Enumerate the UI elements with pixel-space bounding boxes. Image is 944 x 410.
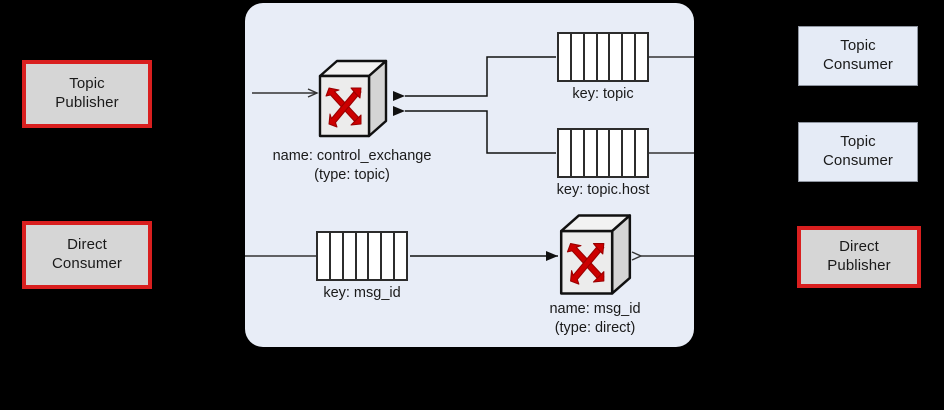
exchange-type-line: (type: topic) (314, 166, 390, 183)
queue-segment (610, 130, 624, 176)
queue-segment (610, 34, 624, 80)
exchange-msg-id-label: name: msg_id (type: direct) (495, 300, 695, 338)
queue-segment (318, 233, 331, 279)
exchange-control-exchange[interactable] (315, 58, 390, 140)
endpoint-label-line2: Consumer (52, 255, 122, 272)
queue-topic[interactable] (557, 32, 649, 82)
queue-msg-id[interactable] (316, 231, 408, 281)
queue-msg-id-label: key: msg_id (323, 285, 401, 301)
endpoint-topic-consumer-2[interactable]: Topic Consumer (798, 122, 918, 182)
queue-segment (572, 130, 585, 176)
queue-segment (585, 130, 598, 176)
mask-right-gap-bottom (694, 236, 800, 276)
queue-segment (598, 130, 611, 176)
exchange-type-line: (type: direct) (554, 319, 636, 336)
queue-segment (369, 233, 383, 279)
queue-topic-host-label: key: topic.host (556, 182, 650, 198)
endpoint-label-line2: Publisher (827, 257, 891, 274)
endpoint-label-line1: Direct (67, 236, 107, 254)
exchange-name-line: name: control_exchange (272, 148, 432, 164)
endpoint-label: Direct Publisher (827, 238, 890, 276)
endpoint-label: Topic Consumer (823, 37, 893, 75)
queue-segment (559, 130, 572, 176)
queue-segment (585, 34, 598, 80)
endpoint-label: Topic Publisher (55, 75, 118, 113)
queue-segment (636, 34, 647, 80)
queue-segment (572, 34, 585, 80)
queue-segment (559, 34, 572, 80)
queue-segment (395, 233, 406, 279)
exchange-control-exchange-label: name: control_exchange (type: topic) (252, 147, 452, 185)
endpoint-label-line2: Publisher (55, 94, 119, 111)
endpoint-label-line2: Consumer (823, 152, 893, 169)
mask-right-gap-top (694, 20, 800, 200)
endpoint-label-line1: Topic (69, 75, 105, 93)
queue-segment (382, 233, 396, 279)
queue-segment (598, 34, 611, 80)
exchange-msg-id[interactable] (556, 212, 634, 298)
endpoint-label: Direct Consumer (52, 236, 122, 274)
endpoint-label-line1: Topic (840, 37, 876, 55)
endpoint-direct-publisher[interactable]: Direct Publisher (797, 226, 921, 288)
endpoint-direct-consumer[interactable]: Direct Consumer (22, 221, 152, 289)
endpoint-topic-publisher[interactable]: Topic Publisher (22, 60, 152, 128)
queue-segment (344, 233, 357, 279)
exchange-name-line: name: msg_id (549, 301, 641, 317)
endpoint-topic-consumer-1[interactable]: Topic Consumer (798, 26, 918, 86)
queue-segment (357, 233, 370, 279)
endpoint-label-line1: Topic (840, 133, 876, 151)
queue-segment (623, 130, 637, 176)
queue-segment (636, 130, 647, 176)
mask-left-gap-bottom (152, 240, 245, 274)
endpoint-label: Topic Consumer (823, 133, 893, 171)
exchange-switch-icon (559, 214, 632, 295)
exchange-switch-icon (318, 59, 388, 138)
queue-segment (331, 233, 344, 279)
queue-topic-label: key: topic (572, 86, 634, 102)
queue-topic-host[interactable] (557, 128, 649, 178)
endpoint-label-line2: Consumer (823, 56, 893, 73)
endpoint-label-line1: Direct (839, 238, 879, 256)
queue-segment (623, 34, 637, 80)
